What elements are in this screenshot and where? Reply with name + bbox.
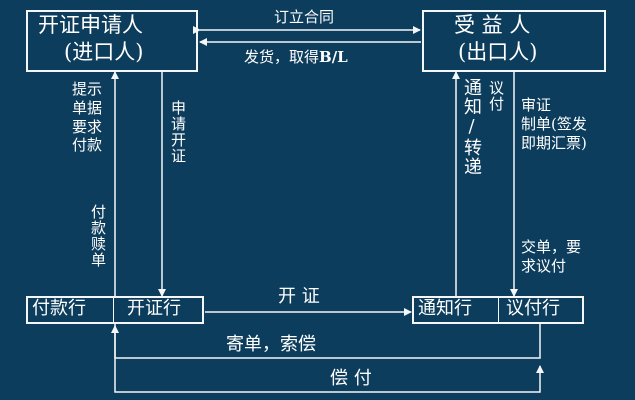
beneficiary-box bbox=[422, 10, 606, 72]
ship-goods-text: 发货，取得 bbox=[244, 48, 320, 66]
pay-redeem-label: 付款赎单 bbox=[89, 204, 107, 268]
reimburse-label: 偿 付 bbox=[330, 368, 372, 389]
notify-forward-label: 通知/转递 bbox=[461, 78, 482, 176]
applicant-subtitle: (进口人) bbox=[64, 40, 144, 64]
paying-bank-label: 付款行 bbox=[32, 298, 86, 319]
applicant-box bbox=[26, 10, 198, 72]
applicant-title: 开证申请人 bbox=[38, 13, 143, 37]
beneficiary-subtitle: (出口人) bbox=[458, 40, 538, 64]
send-docs-arrow bbox=[111, 324, 541, 359]
deliver-docs-label: 交单，要 求议付 bbox=[521, 238, 582, 275]
bill-of-lading-text: B/L bbox=[319, 48, 348, 66]
present-docs-label: 提示 单据 要求 付款 bbox=[72, 80, 103, 155]
contract-label: 订立合同 bbox=[274, 8, 335, 26]
apply-issue-label: 申请开证 bbox=[169, 100, 187, 164]
beneficiary-title: 受 益 人 bbox=[454, 13, 531, 37]
issuing-bank-label: 开证行 bbox=[127, 298, 181, 319]
advising-bank-label: 通知行 bbox=[418, 298, 472, 319]
ship-goods-label: 发货，取得B/L bbox=[244, 50, 348, 65]
negotiating-bank-label: 议付行 bbox=[506, 298, 560, 319]
negotiate-label: 议付 bbox=[487, 80, 505, 112]
importer-bank-divider bbox=[113, 298, 114, 322]
issue-label: 开 证 bbox=[278, 286, 320, 307]
review-docs-label: 审证 制单(签发 即期汇票) bbox=[521, 96, 587, 152]
exporter-bank-divider bbox=[498, 298, 499, 322]
reimburse-arrow bbox=[114, 324, 544, 393]
send-docs-label: 寄单，索偿 bbox=[226, 334, 316, 355]
exporter-bank-box bbox=[412, 296, 584, 324]
importer-bank-box bbox=[26, 296, 204, 324]
